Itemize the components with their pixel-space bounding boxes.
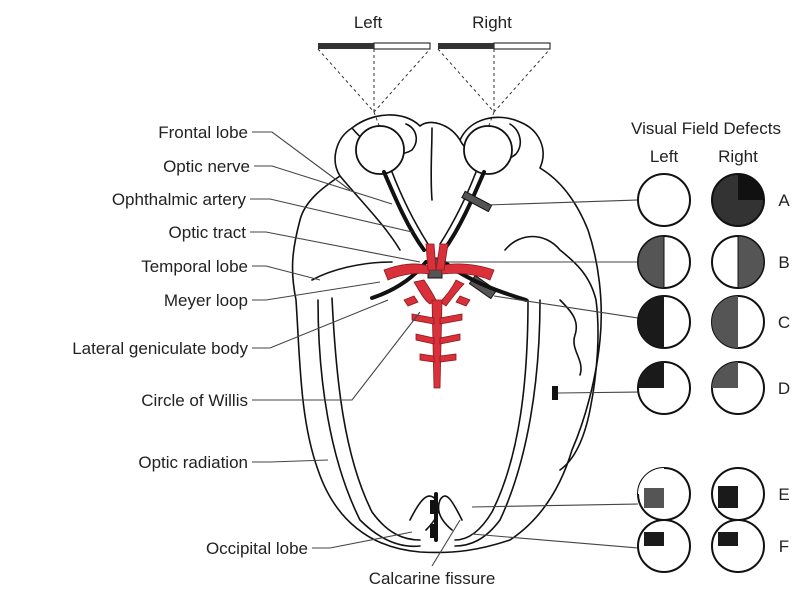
defects-col-right: Right (718, 147, 758, 166)
defect-c-right (712, 296, 764, 348)
defect-row-c: C (638, 296, 790, 348)
brain-outline (293, 115, 602, 553)
defect-connectors (444, 200, 638, 548)
left-optic-nerve (384, 172, 424, 250)
anatomy-leaders (250, 132, 460, 566)
defect-row-e: E (638, 468, 790, 520)
defect-label-a: A (778, 191, 790, 210)
defect-row-d: D (638, 362, 790, 414)
defect-a-left (638, 174, 690, 226)
defect-label-b: B (778, 253, 789, 272)
defect-row-f: F (638, 520, 789, 572)
defects-col-left: Left (650, 147, 679, 166)
left-field-bar (318, 43, 430, 49)
defect-d-left (638, 362, 690, 414)
defect-f-right (712, 520, 764, 572)
defect-row-a: A (638, 174, 790, 226)
label-ophthalmic-artery: Ophthalmic artery (112, 190, 247, 209)
right-eye (464, 126, 512, 174)
defect-b-left (638, 236, 690, 288)
occipital-region (410, 494, 462, 540)
field-label-left: Left (354, 13, 383, 32)
defect-label-e: E (778, 485, 789, 504)
label-temporal-lobe: Temporal lobe (141, 257, 248, 276)
defect-label-d: D (778, 379, 790, 398)
label-optic-tract: Optic tract (169, 223, 247, 242)
label-occipital-lobe: Occipital lobe (206, 539, 308, 558)
label-calcarine-fissure: Calcarine fissure (369, 569, 496, 588)
visual-field-projections: Left Right (318, 13, 550, 128)
label-meyer-loop: Meyer loop (164, 291, 248, 310)
defect-f-left (638, 520, 690, 572)
defect-label-c: C (778, 313, 790, 332)
defect-c-left (638, 296, 690, 348)
field-label-right: Right (472, 13, 512, 32)
defect-e-right (712, 468, 764, 520)
defect-b-right (712, 236, 764, 288)
label-lateral-geniculate-body: Lateral geniculate body (72, 339, 248, 358)
right-field-bar (438, 43, 550, 49)
defect-e-left (638, 468, 690, 520)
defect-row-b: B (638, 236, 790, 288)
defects-title: Visual Field Defects (631, 119, 781, 138)
label-optic-nerve: Optic nerve (163, 157, 250, 176)
eyes-and-nerves (356, 126, 558, 400)
left-projection-cone (318, 49, 430, 112)
left-eye (356, 126, 404, 174)
defect-a-right (712, 174, 764, 226)
label-optic-radiation: Optic radiation (138, 453, 248, 472)
defect-d-right (712, 362, 764, 414)
circle-of-willis (384, 244, 494, 388)
label-circle-of-willis: Circle of Willis (141, 391, 248, 410)
right-optic-nerve (444, 172, 484, 250)
label-frontal-lobe: Frontal lobe (158, 123, 248, 142)
right-projection-cone (438, 49, 550, 112)
defect-label-f: F (779, 537, 789, 556)
